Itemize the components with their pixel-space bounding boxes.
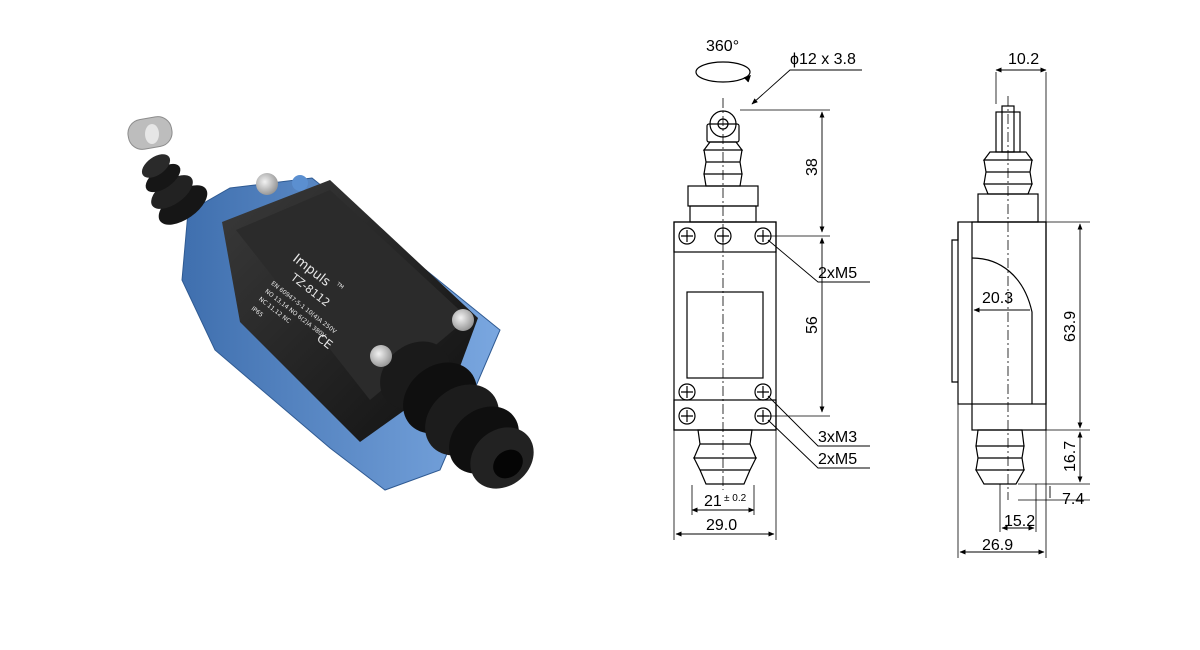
- width-inner: 21: [704, 493, 722, 510]
- side-view-drawing: [951, 67, 1090, 558]
- rubber-boot: [380, 341, 534, 489]
- svg-text:TM: TM: [334, 281, 344, 291]
- rotation-label: 360°: [706, 38, 739, 55]
- body-width: 26.9: [982, 537, 1013, 554]
- mount-bottom-1: 3xM3: [818, 429, 857, 446]
- mount-top: 2xM5: [818, 265, 857, 282]
- front-view-labels: 360° ϕ12 x 3.8 38 56 2xM5 3xM3 2xM5 21 ±…: [704, 38, 857, 534]
- actuator-neck: [141, 154, 208, 225]
- front-view-drawing: [673, 61, 870, 540]
- side-view-labels: 10.2 20.3 63.9 16.7 7.4 15.2 26.9: [982, 51, 1084, 554]
- width-inner-tolerance: ± 0.2: [724, 493, 747, 504]
- screw-icon: [452, 309, 474, 331]
- body-height: 63.9: [1062, 311, 1079, 342]
- roller-dimension: ϕ12 x 3.8: [790, 51, 856, 68]
- top-width: 10.2: [1008, 51, 1039, 68]
- plunger-width: 15.2: [1004, 513, 1035, 530]
- product-photo: Impuls TM TZ-8112 EN 60947-5-1 10(4)A 25…: [127, 116, 534, 491]
- metal-roller: [127, 116, 173, 150]
- screw-icon: [370, 345, 392, 367]
- curve-dimension: 20.3: [982, 290, 1013, 307]
- screw-icon: [256, 173, 278, 195]
- height-middle: 56: [804, 316, 821, 334]
- mount-bottom-2: 2xM5: [818, 451, 857, 468]
- height-upper: 38: [804, 158, 821, 176]
- offset-small: 7.4: [1062, 491, 1084, 508]
- width-outer: 29.0: [706, 517, 737, 534]
- screw-hole-icon: [678, 227, 772, 425]
- plunger-height: 16.7: [1062, 441, 1079, 472]
